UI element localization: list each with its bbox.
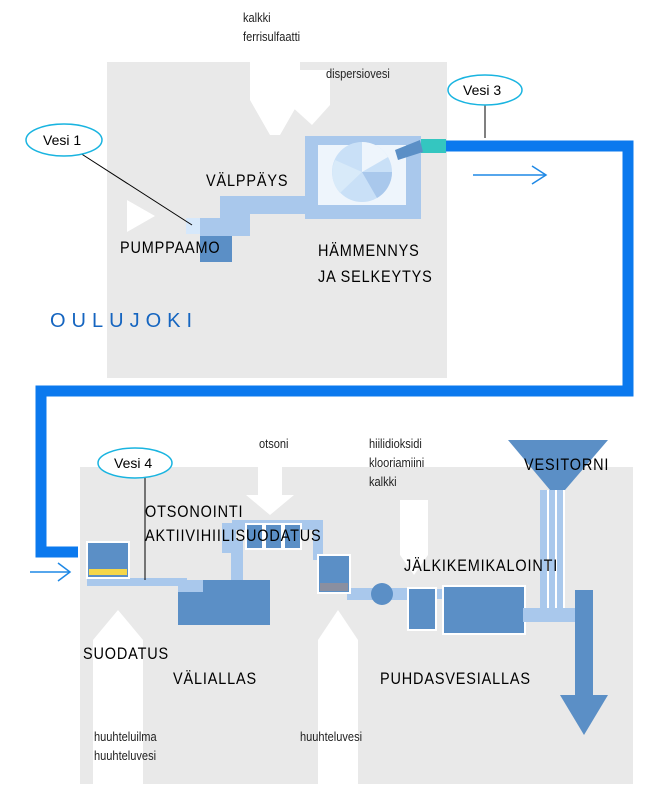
otsonointi-label: OTSONOINTI AKTIIVIHIILISUODATUS: [145, 502, 322, 545]
vesi4-callout: Vesi 4: [114, 455, 153, 471]
valppays-label: VÄLPPÄYS: [206, 171, 289, 190]
pumppaamo-label: PUMPPAAMO: [120, 238, 221, 257]
jalkikemikalointi-label: JÄLKIKEMIKALOINTI: [404, 556, 559, 575]
clarifier-slice: [362, 142, 388, 172]
vesitorni-label: VESITORNI: [524, 455, 610, 474]
vesi3-callout: Vesi 3: [463, 82, 502, 98]
otsoni-label: otsoni: [259, 436, 289, 451]
flow-arrow-left-bottom: [30, 562, 72, 582]
pump: [371, 583, 393, 605]
dispersiovesi-label: dispersiovesi: [326, 66, 390, 81]
valiallas-label: VÄLIALLAS: [173, 669, 257, 688]
post-chem-label: hiilidioksidi klooriamiini kalkki: [369, 436, 425, 489]
flow-arrow-right-top: [473, 165, 548, 185]
outlet-pipe: [575, 590, 593, 698]
vesi4-callout-shape: [97, 447, 173, 479]
dispersio-input-arrow: [290, 70, 330, 125]
suodatus-label: SUODATUS: [83, 644, 170, 663]
huuhtelu-up-arrow-mid: [318, 610, 358, 790]
vesi3-callout-shape: [447, 74, 523, 106]
main-water-line: [35, 140, 634, 558]
ozone-tank-2: [264, 523, 283, 550]
huuhtelu-up-arrow-left: [93, 610, 143, 790]
pumppaamo-tank: [200, 236, 232, 262]
oulujoki-label: OULUJOKI: [50, 310, 199, 332]
huuhteluvesi-label: huuhteluvesi: [300, 729, 363, 744]
kalkki-input-arrow: [250, 60, 300, 135]
puhdasvesiallas-tank: [442, 585, 526, 635]
chem-input-label: kalkki ferrisulfaatti: [243, 10, 301, 44]
intake-arrow: [127, 200, 155, 232]
ozone-tank-1: [245, 523, 264, 550]
chem-input-arrow: [400, 500, 428, 575]
ozone-tank-3: [283, 523, 302, 550]
otsoni-input-arrow: [246, 455, 294, 515]
vesi1-point: [186, 218, 200, 234]
jalki-tank: [407, 587, 437, 631]
outlet-arrow: [560, 695, 608, 735]
huuhtelu-left-label: huuhteluilma huuhteluvesi: [94, 729, 157, 763]
vesi1-callout: Vesi 1: [43, 132, 82, 148]
vesitorni-shape: [508, 440, 608, 490]
vesi1-callout-shape: [25, 123, 103, 157]
puhdasvesiallas-label: PUHDASVESIALLAS: [380, 669, 531, 688]
hammennys-label: HÄMMENNYS JA SELKEYTYS: [318, 241, 433, 286]
